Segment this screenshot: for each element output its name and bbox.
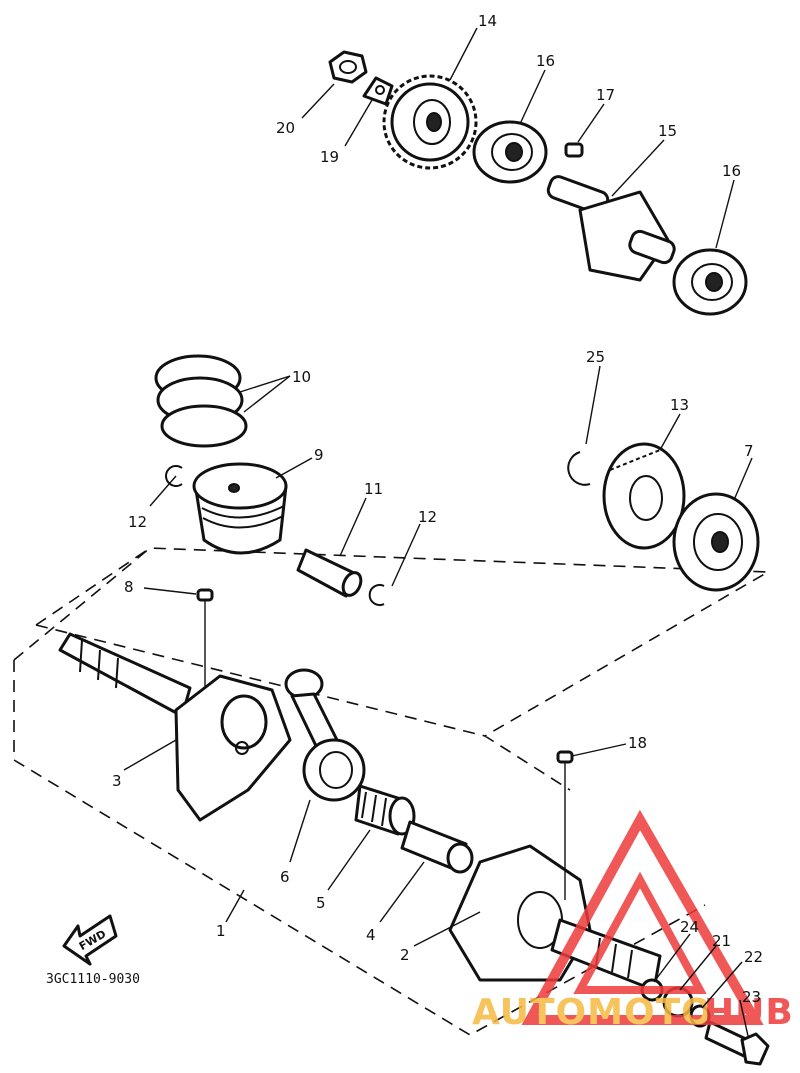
callout-15: 15 — [658, 122, 677, 140]
watermark-text-right: HUB — [704, 992, 794, 1033]
callout-7: 7 — [744, 442, 754, 460]
callout-20: 18 — [628, 734, 647, 752]
callout-11: 11 — [364, 480, 383, 498]
callout-16-top: 16 — [536, 52, 555, 70]
callout-25: 25 — [586, 348, 605, 366]
key-17 — [564, 142, 584, 158]
callout-12-right: 12 — [418, 508, 437, 526]
callout-1: 1 — [216, 922, 226, 940]
assembly-boundary-inner — [35, 624, 486, 737]
callout-19: 20 — [276, 119, 295, 137]
callout-22: 22 — [744, 948, 763, 966]
primary-drive-gear-13 — [602, 442, 686, 550]
automotohub-watermark: AUTOMOTO HUB — [472, 809, 794, 1033]
circlip-12-left — [165, 465, 183, 487]
crank-pin-4 — [400, 820, 474, 874]
piston-rings-10 — [154, 354, 248, 448]
callout-8: 8 — [124, 578, 134, 596]
lock-washer-18 — [362, 76, 394, 106]
crank-left-3 — [58, 632, 292, 822]
callout-4: 4 — [366, 926, 376, 944]
bearing-16-right — [672, 248, 748, 316]
callout-10: 10 — [292, 368, 311, 386]
balancer-shaft-15 — [546, 175, 676, 282]
callout-17: 17 — [596, 86, 615, 104]
callout-12-left: 12 — [128, 513, 147, 531]
callout-6: 6 — [280, 868, 290, 886]
callout-21: 21 — [712, 932, 731, 950]
key-20 — [556, 750, 574, 764]
bearing-7 — [672, 492, 760, 592]
balancer-gear-14 — [382, 74, 478, 170]
callout-23: 23 — [742, 988, 761, 1006]
piston-pin-11 — [296, 548, 363, 598]
bolt-23 — [704, 1020, 770, 1066]
watermark-text-left: AUTOMOTO — [472, 992, 713, 1033]
callouts: 14 16 17 15 16 20 19 10 9 12 11 12 25 13… — [112, 12, 763, 1037]
diagram-code: 3GC1110-9030 — [46, 972, 140, 987]
callout-9: 9 — [314, 446, 324, 464]
callout-2: 2 — [400, 946, 410, 964]
circlip-12-right — [368, 584, 385, 606]
callout-18: 19 — [320, 148, 339, 166]
callout-24: 24 — [680, 918, 699, 936]
callout-3: 3 — [112, 772, 122, 790]
callout-13: 13 — [670, 396, 689, 414]
key-8 — [196, 588, 214, 602]
nut-19 — [328, 50, 368, 84]
callout-5: 5 — [316, 894, 326, 912]
circlip-25 — [567, 451, 591, 486]
connecting-rod-6 — [284, 668, 366, 802]
bearing-16-top — [472, 120, 548, 184]
fwd-arrow-icon: FWD — [62, 914, 118, 966]
callout-14: 14 — [478, 12, 497, 30]
piston-9 — [192, 462, 288, 555]
callout-16-right: 16 — [722, 162, 741, 180]
needle-bearing-5 — [354, 784, 416, 836]
